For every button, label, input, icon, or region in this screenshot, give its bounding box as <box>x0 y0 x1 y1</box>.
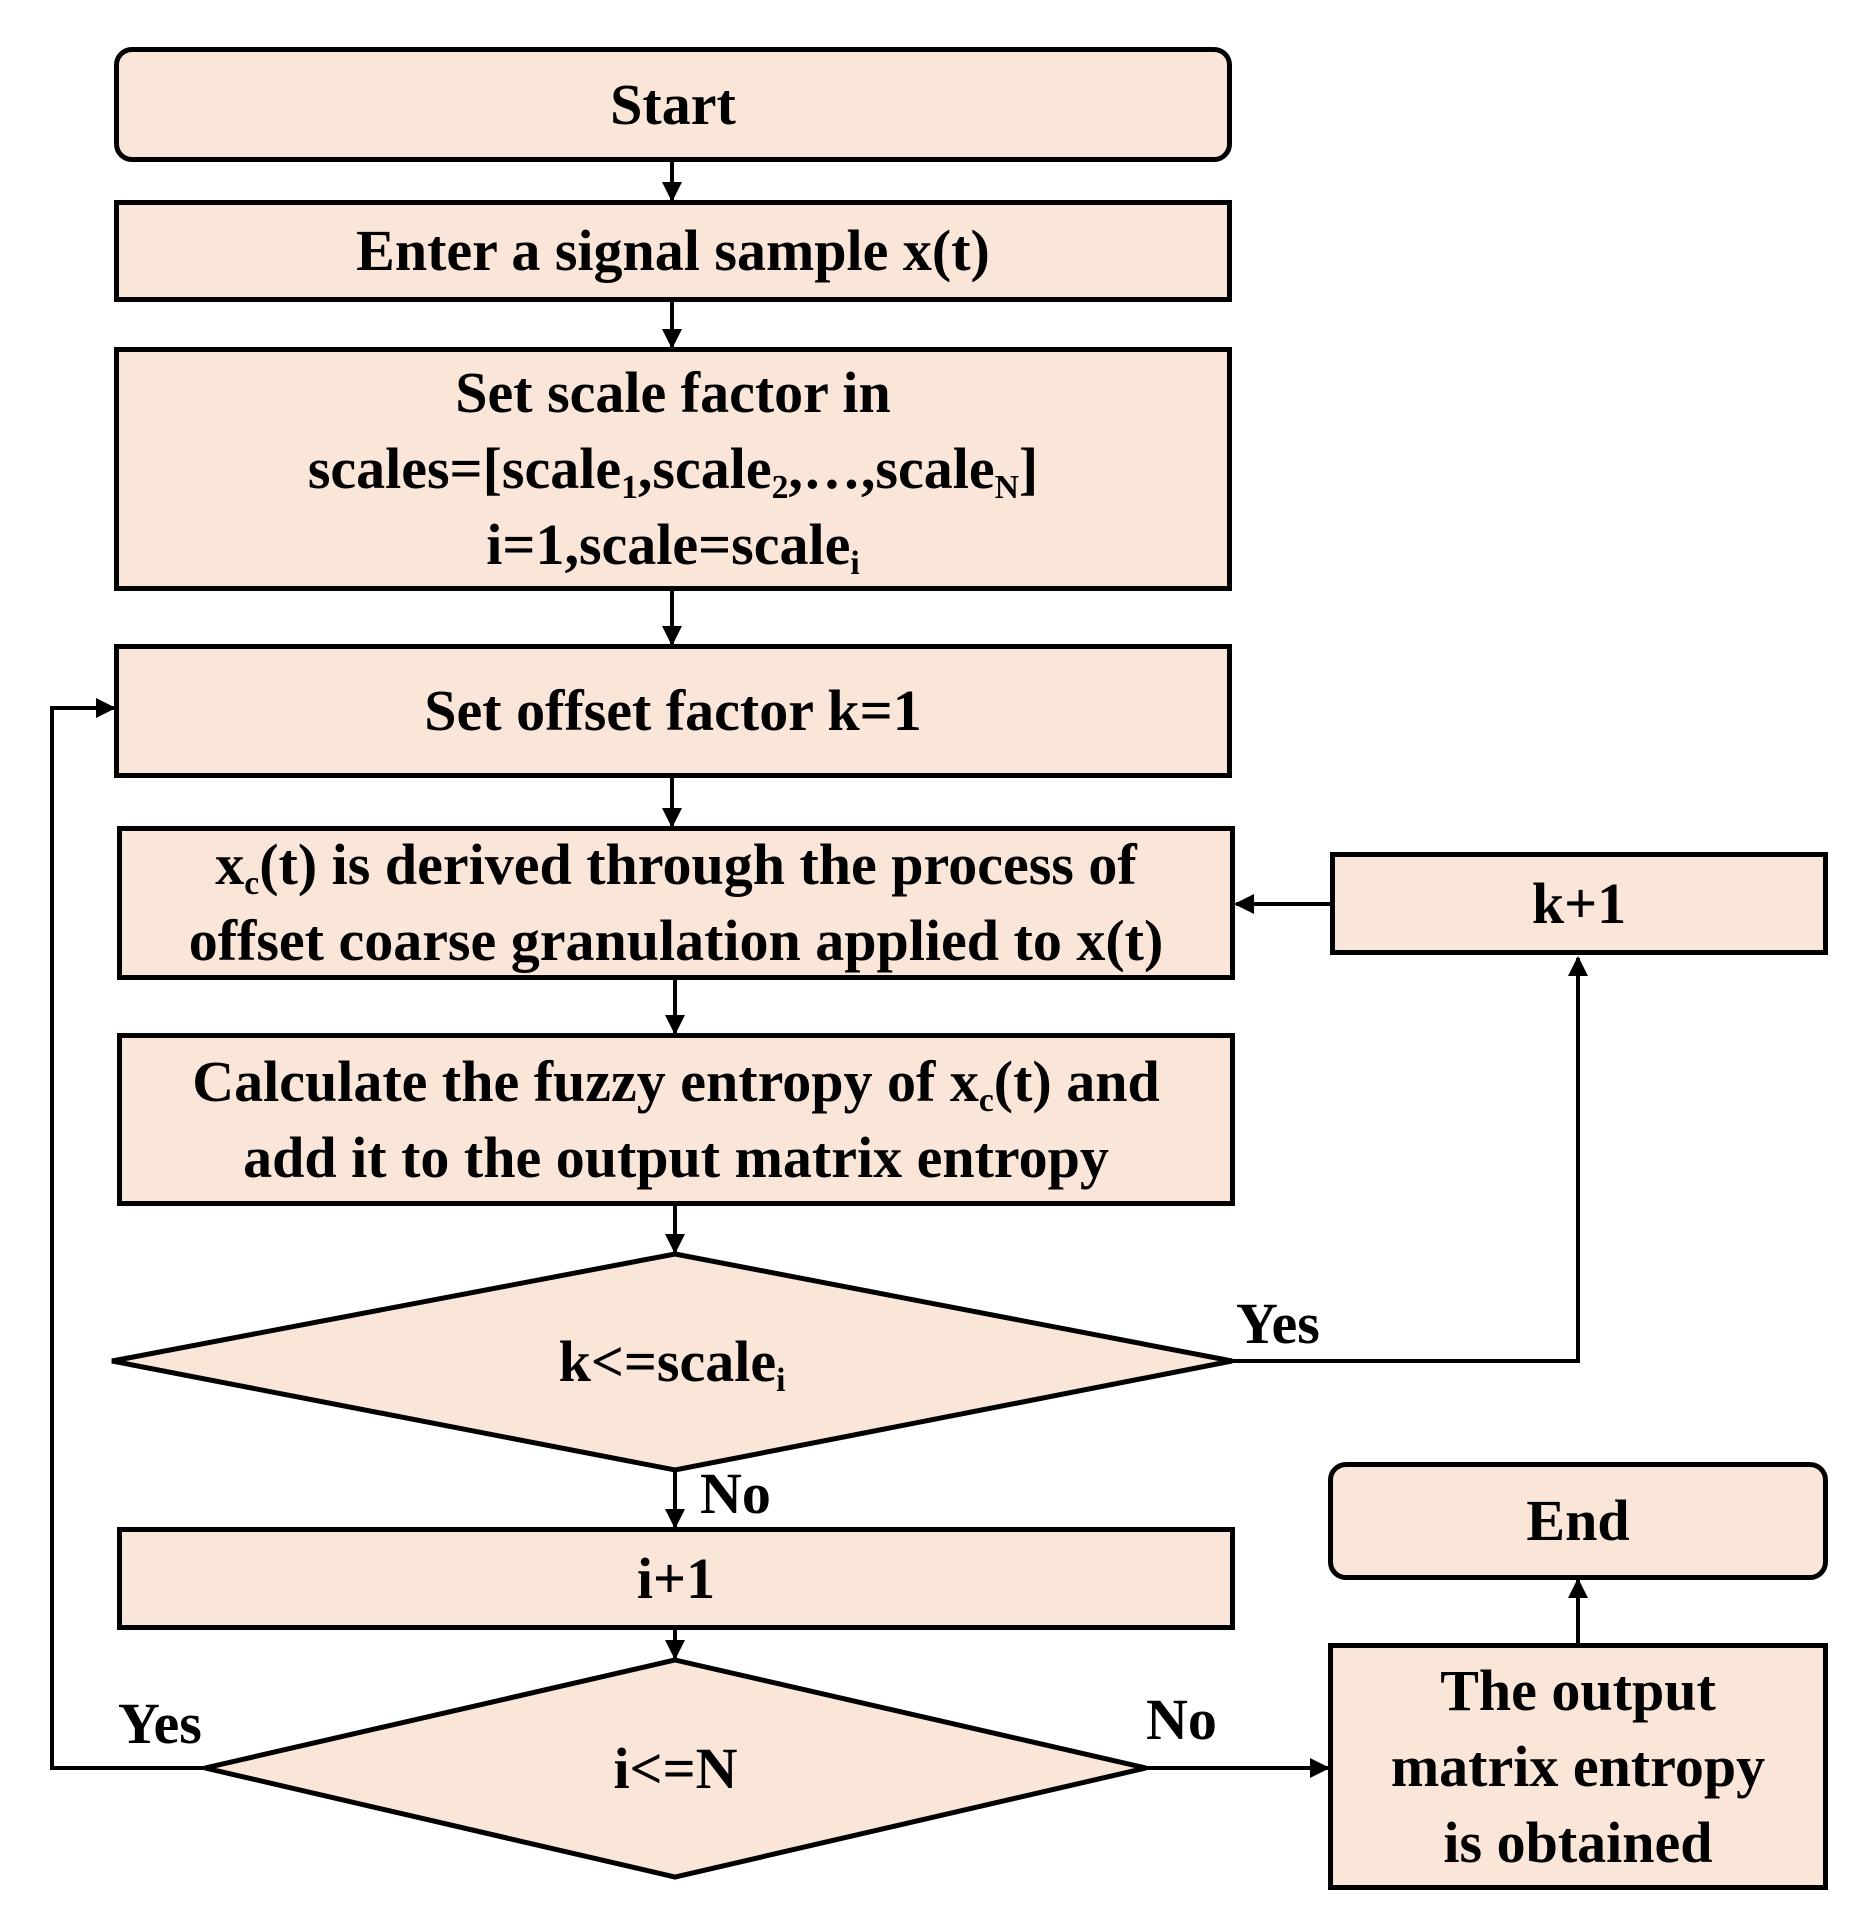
i-increment-node: i+1 <box>117 1527 1235 1630</box>
k-increment-node: k+1 <box>1330 852 1828 955</box>
calc-entropy-line2: add it to the output matrix entropy <box>243 1124 1109 1190</box>
start-node: Start <box>114 47 1232 162</box>
arrow-decision-k-yes <box>1232 956 1588 1363</box>
end-node: End <box>1328 1462 1828 1580</box>
calc-entropy-line1: Calculate the fuzzy entropy of xc(t) and <box>192 1048 1160 1119</box>
enter-signal-label: Enter a signal sample x(t) <box>356 218 990 283</box>
output-node: The output matrix entropy is obtained <box>1328 1643 1828 1890</box>
output-line1: The output <box>1440 1657 1716 1723</box>
arrow-decision-i-yes-loop <box>50 698 205 1770</box>
set-scale-line2: scales=[scale1,scale2,…,scaleN] <box>307 436 1039 507</box>
derive-line1: xc(t) is derived through the process of <box>215 832 1137 903</box>
output-line2: matrix entropy <box>1390 1733 1766 1799</box>
set-scale-node: Set scale factor in scales=[scale1,scale… <box>114 347 1232 591</box>
output-line3: is obtained <box>1443 1809 1713 1875</box>
decision-k-label: k<=scalei <box>558 1329 786 1400</box>
label-k-no: No <box>700 1461 771 1526</box>
set-scale-line1: Set scale factor in <box>455 360 891 425</box>
calc-entropy-node: Calculate the fuzzy entropy of xc(t) and… <box>117 1033 1235 1206</box>
label-i-yes: Yes <box>118 1691 202 1756</box>
set-offset-node: Set offset factor k=1 <box>114 644 1232 778</box>
k-increment-label: k+1 <box>1531 870 1627 936</box>
label-k-yes: Yes <box>1236 1291 1320 1356</box>
enter-signal-node: Enter a signal sample x(t) <box>114 200 1232 302</box>
derive-node: xc(t) is derived through the process of … <box>117 826 1235 980</box>
end-label: End <box>1526 1488 1630 1553</box>
decision-i-shape <box>204 1657 1147 1880</box>
start-label: Start <box>610 71 736 137</box>
i-increment-label: i+1 <box>636 1545 716 1611</box>
set-offset-label: Set offset factor k=1 <box>424 678 922 743</box>
derive-line2: offset coarse granulation applied to x(t… <box>188 908 1164 973</box>
label-i-no: No <box>1146 1687 1217 1752</box>
set-scale-line3: i=1,scale=scalei <box>486 512 860 583</box>
decision-i-label: i<=N <box>613 1735 738 1801</box>
